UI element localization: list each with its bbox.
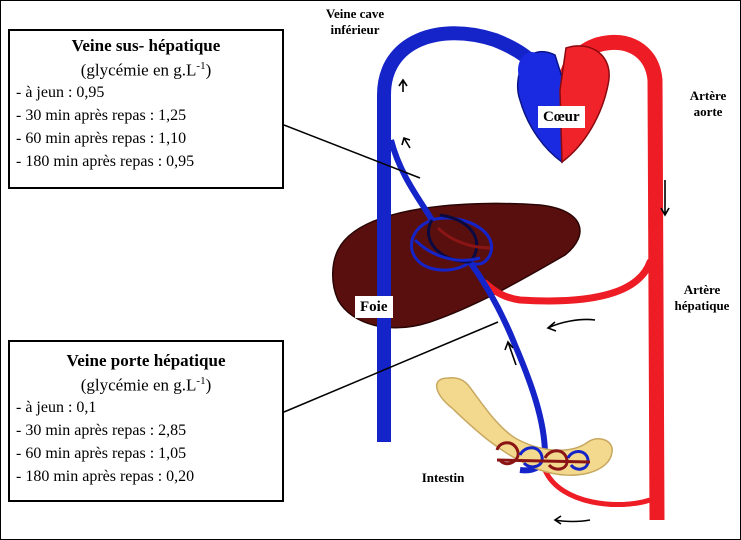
- measurement-row: - 180 min après repas : 0,20: [10, 465, 282, 488]
- measurement-row: - 30 min après repas : 2,85: [10, 419, 282, 442]
- label-coeur: Cœur: [538, 106, 585, 128]
- label-artere-aorte: Artère aorte: [676, 88, 740, 120]
- box-subtitle: (glycémie en g.L-1): [10, 56, 282, 81]
- measurement-row: - 180 min après repas : 0,95: [10, 150, 282, 173]
- measurement-row: - 30 min après repas : 1,25: [10, 104, 282, 127]
- label-intestin: Intestin: [410, 470, 476, 486]
- arrow-vena-cava: [399, 80, 407, 92]
- hepatic-vein: [391, 140, 432, 220]
- box-subtitle: (glycémie en g.L-1): [10, 371, 282, 396]
- box-title: Veine porte hépatique: [10, 350, 282, 371]
- arrow-hepatic-vein: [402, 138, 410, 148]
- box-title: Veine sus- hépatique: [10, 35, 282, 56]
- measurement-row: - 60 min après repas : 1,10: [10, 127, 282, 150]
- arrow-intestine-artery: [555, 516, 590, 524]
- leader-line-sus-hepatique: [284, 125, 420, 178]
- info-box-sus-hepatique: Veine sus- hépatique (glycémie en g.L-1)…: [8, 29, 284, 189]
- label-veine-cave: Veine cave inférieur: [310, 6, 400, 38]
- label-foie: Foie: [355, 296, 393, 318]
- arrow-hepatic-artery: [548, 319, 595, 331]
- measurement-row: - à jeun : 0,95: [10, 81, 282, 104]
- measurement-row: - à jeun : 0,1: [10, 396, 282, 419]
- measurement-row: - 60 min après repas : 1,05: [10, 442, 282, 465]
- heart: [518, 46, 610, 162]
- label-artere-hepatique: Artère hépatique: [665, 282, 739, 314]
- info-box-porte-hepatique: Veine porte hépatique (glycémie en g.L-1…: [8, 340, 284, 502]
